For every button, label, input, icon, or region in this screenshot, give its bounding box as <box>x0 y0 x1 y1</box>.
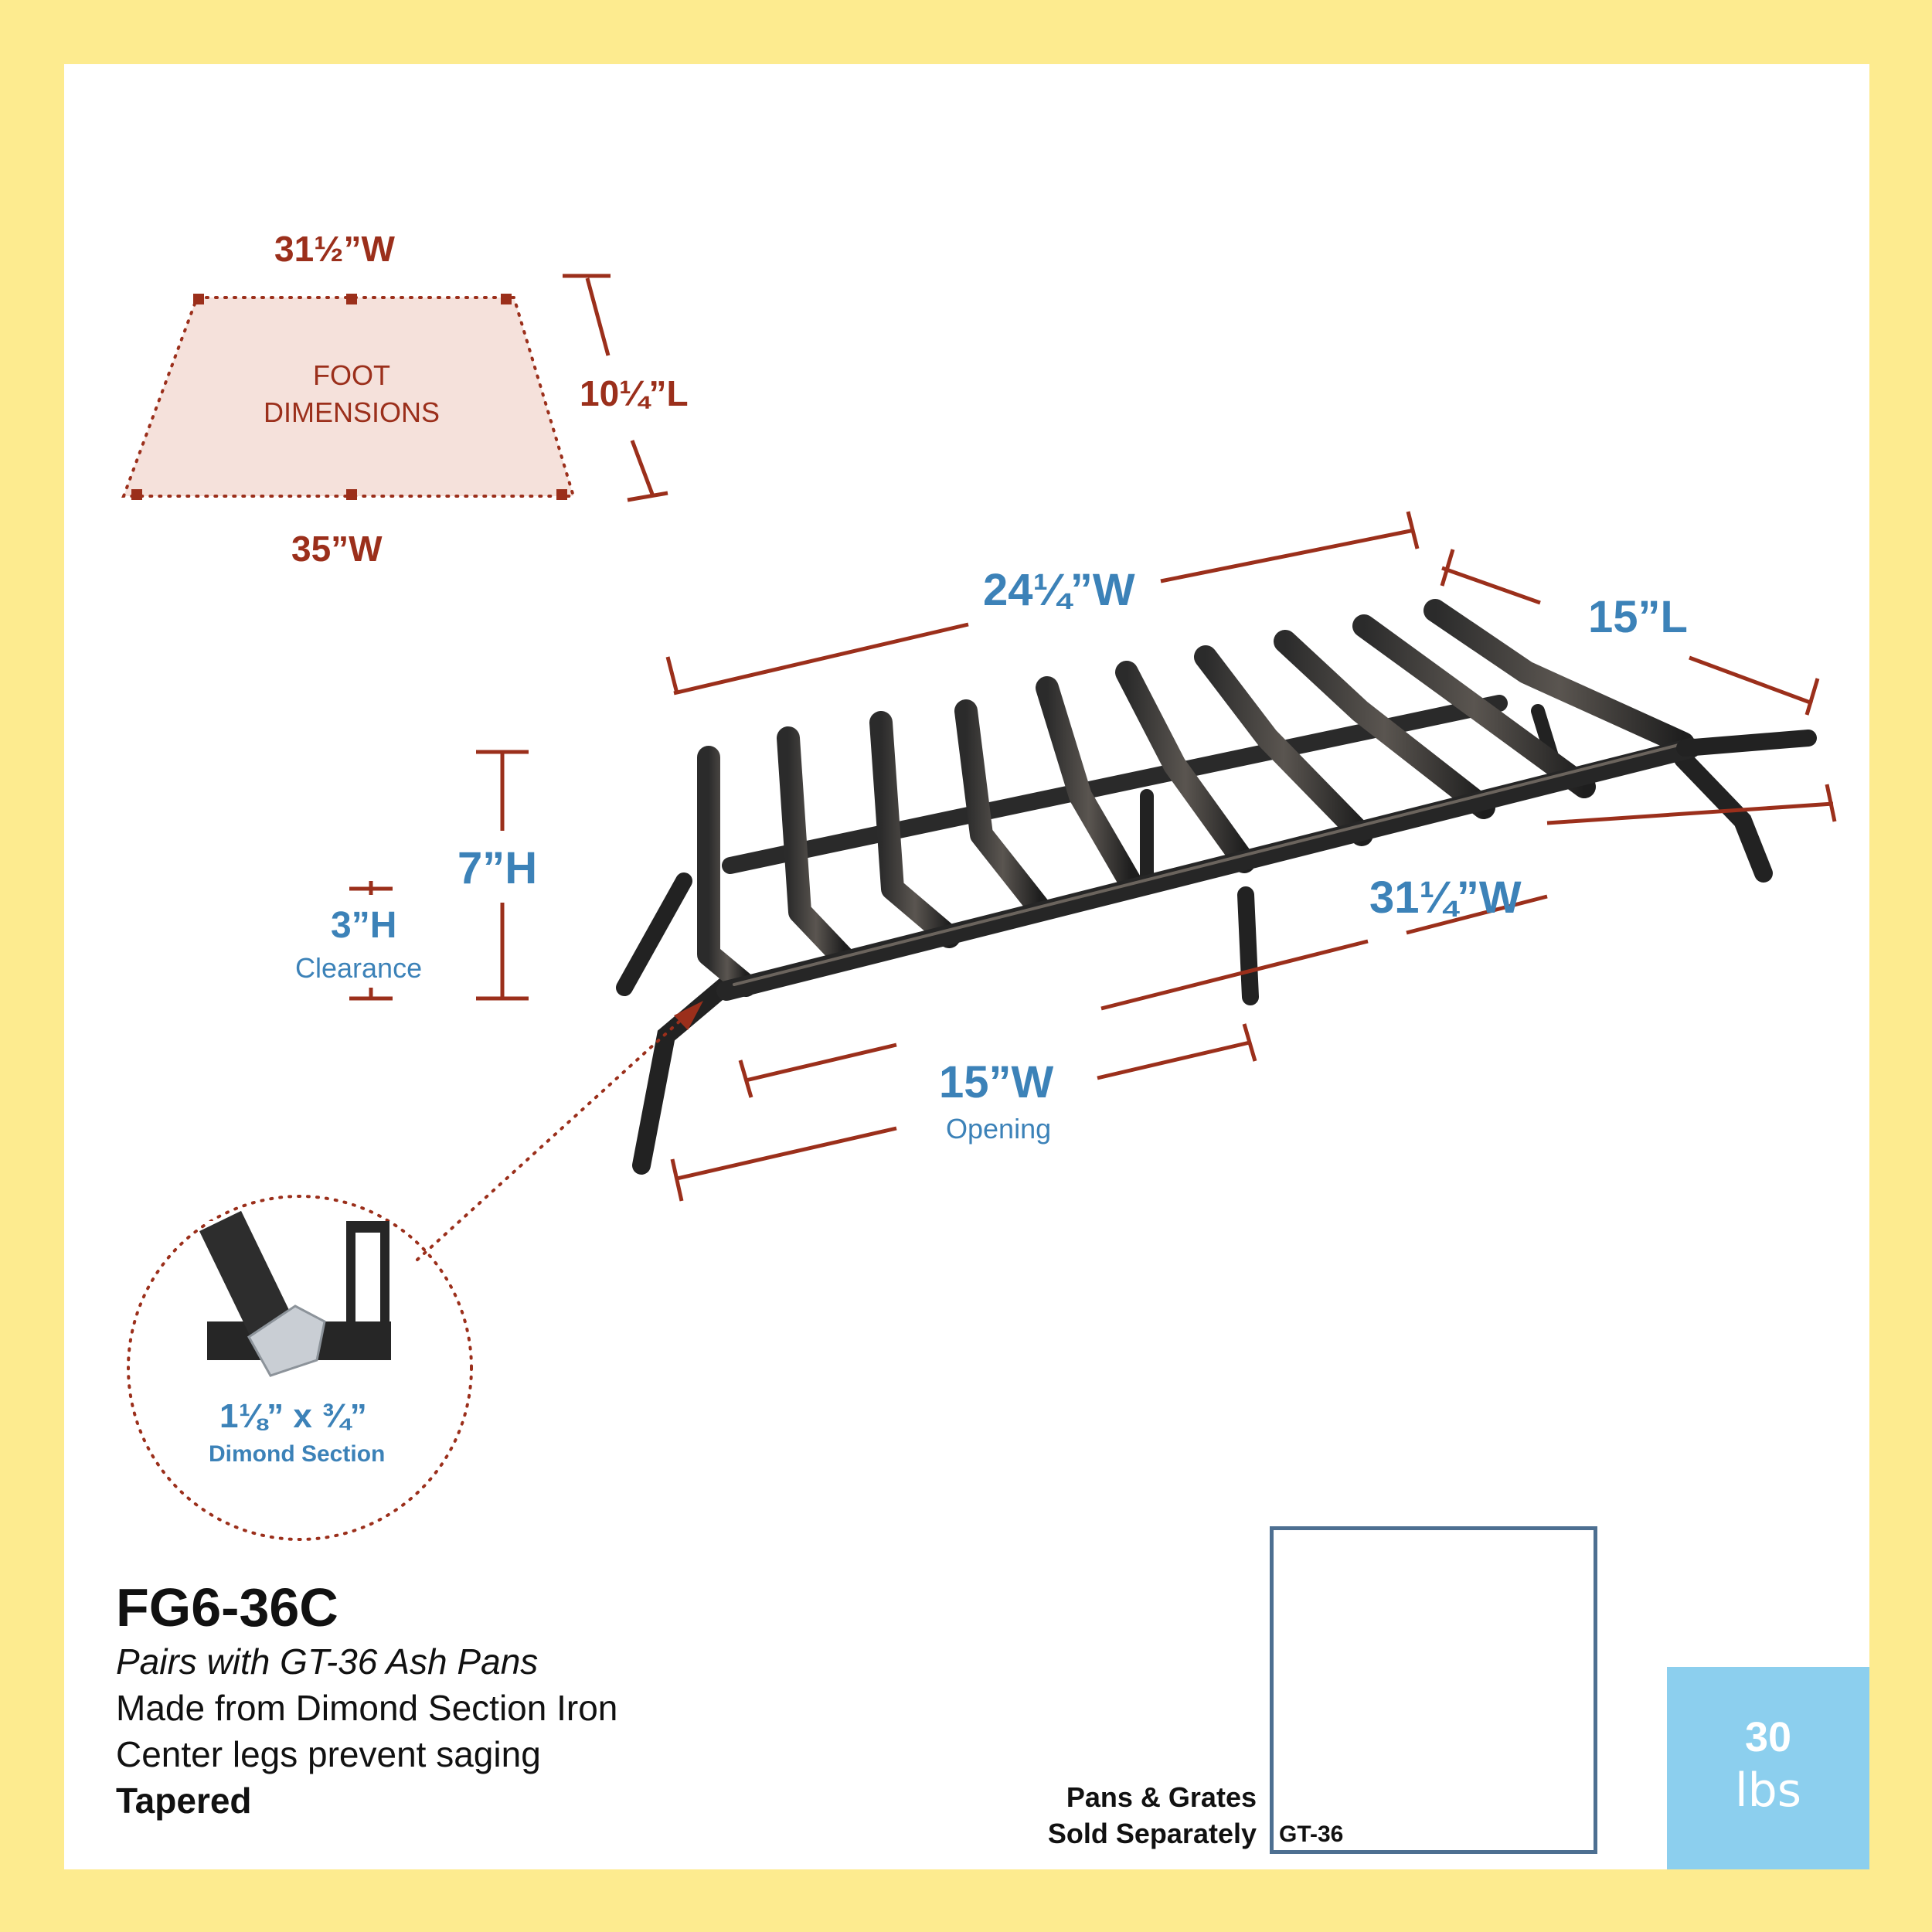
foot-label: FOOT DIMENSIONS <box>232 357 471 431</box>
section-label: Dimond Section <box>209 1441 386 1467</box>
left-rear-leg <box>616 872 692 996</box>
callout-leader <box>416 1011 691 1261</box>
opening-value: 15”W <box>939 1057 1054 1107</box>
fire-grate <box>616 599 1817 1175</box>
pans-note-line1: Pans & Grates <box>1066 1781 1257 1813</box>
foot-point <box>501 294 512 304</box>
foot-point <box>346 489 357 500</box>
material-text: Made from Dimond Section Iron <box>116 1688 618 1728</box>
opening-label: Opening <box>946 1113 1052 1145</box>
ash-pans-frame <box>1270 1526 1597 1854</box>
foot-label-line2: DIMENSIONS <box>263 396 440 428</box>
right-front-leg <box>1674 750 1773 883</box>
foot-top-width: 31½”W <box>274 229 395 269</box>
foot-point <box>131 489 142 500</box>
shape-text: Tapered <box>116 1781 252 1821</box>
depth-label: 15”L <box>1588 592 1688 642</box>
weight-value: 30 <box>1744 1714 1792 1760</box>
legs-text: Center legs prevent saging <box>116 1734 541 1774</box>
pans-code: GT-36 <box>1279 1821 1344 1847</box>
foot-length-dimension-line <box>563 274 668 502</box>
height-label: 7”H <box>457 843 538 893</box>
foot-bottom-width: 35”W <box>291 529 383 569</box>
callout-circle <box>127 1195 473 1541</box>
weight-badge: 30 lbs <box>1667 1667 1869 1869</box>
front-tip <box>1676 730 1817 757</box>
foot-diagram <box>121 274 668 502</box>
back-width-label: 24¼”W <box>983 565 1135 615</box>
front-left-leg <box>632 972 740 1175</box>
section-photo-bar <box>199 1210 300 1352</box>
model-number: FG6-36C <box>116 1577 338 1638</box>
section-photo-post-inner <box>355 1233 380 1321</box>
pairs-with-text: Pairs with GT-36 Ash Pans <box>116 1641 539 1682</box>
clearance-value: 3”H <box>331 905 397 946</box>
foot-point <box>556 489 567 500</box>
front-rail-highlight <box>733 742 1686 986</box>
foot-outline <box>121 296 576 498</box>
section-size: 1⅛” x ¾” <box>219 1397 367 1435</box>
section-callout <box>127 1001 703 1541</box>
grate-dimension-lines <box>349 511 1837 1202</box>
front-width-label: 31¼”W <box>1369 872 1522 923</box>
grate-bars <box>697 599 1695 997</box>
weight-unit: lbs <box>1734 1764 1801 1818</box>
center-front-leg <box>1237 886 1259 1005</box>
foot-label-line1: FOOT <box>313 359 390 391</box>
pans-note-line2: Sold Separately <box>1047 1818 1257 1849</box>
foot-point <box>193 294 204 304</box>
callout-arrowhead <box>674 1001 703 1030</box>
foot-length: 10¼”L <box>580 373 689 413</box>
clearance-label: Clearance <box>295 952 423 984</box>
foot-point <box>346 294 357 304</box>
section-cut-face <box>247 1304 326 1377</box>
front-rail <box>716 738 1701 1001</box>
